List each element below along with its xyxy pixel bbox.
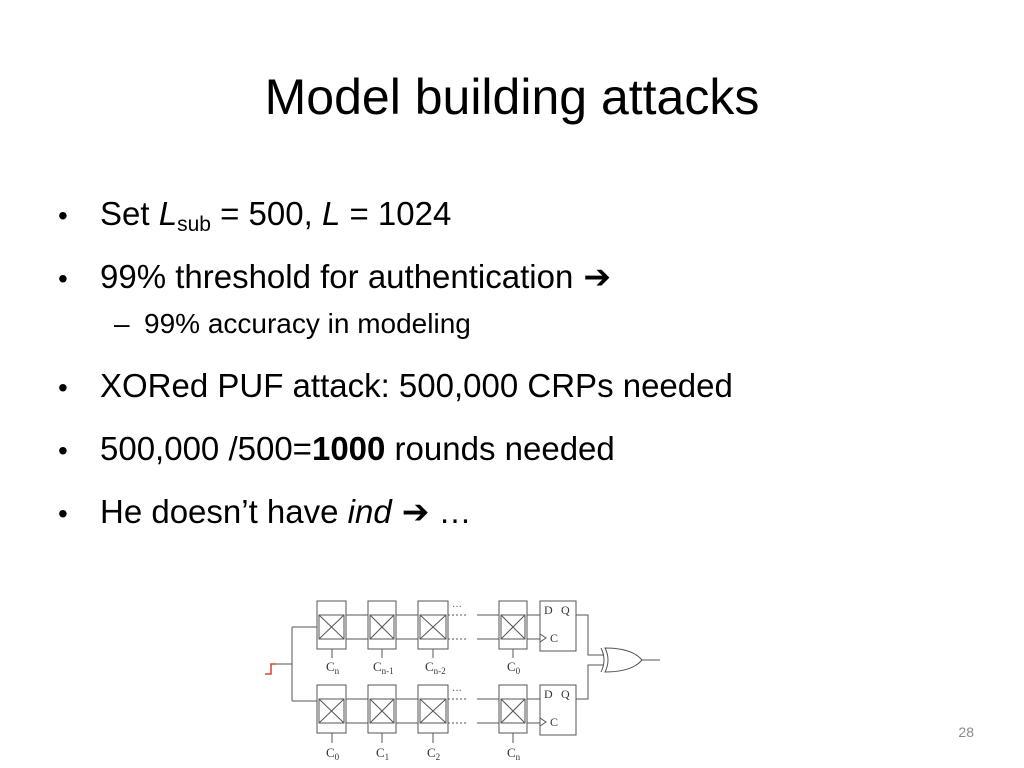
ff-q-label: Q [561,687,570,701]
bullet-xored-puf: • XORed PUF attack: 500,000 CRPs needed [58,360,958,412]
bold-value: 1000 [311,430,386,467]
switch-box [367,684,397,734]
bullet-threshold-text: 99% threshold for authentication [100,258,574,295]
bullet-mid: = 500, [210,195,322,232]
xor-gate [600,647,660,673]
switch-box [367,600,397,650]
slide-title: Model building attacks [264,69,760,125]
bullet-set-lsub: • Set Lsub = 500, L = 1024 [58,188,958,240]
switch-box [316,684,347,734]
ff-q-label: Q [561,603,570,617]
bullet-text: 99% threshold for authentication➔ [100,251,611,303]
switch-box [417,684,449,734]
sub-bullet-accuracy: – 99% accuracy in modeling [114,306,958,342]
sub-bullet-text: 99% accuracy in modeling [144,308,471,339]
ellipsis: ··· [452,686,462,697]
bullet-dot: • [58,200,68,231]
bullet-suffix: … [429,493,472,530]
bullet-prefix: 500,000 /500= [100,430,312,467]
ff-d-label: D [544,603,553,617]
bullet-list: • Set Lsub = 500, L = 1024 • 99% thresho… [58,188,958,549]
bullet-prefix: He doesn’t have [100,493,348,530]
bullet-ind: • He doesn’t have ind➔ … [58,486,958,538]
bullet-threshold: • 99% threshold for authentication➔ [58,251,958,303]
right-arrow-icon: ➔ [583,258,611,295]
challenge-label: Cn [507,745,521,762]
challenge-label: C0 [326,745,340,762]
flip-flop-top [539,600,577,652]
ff-c-label: C [550,631,558,645]
italic-ind: ind [347,493,392,530]
bullet-dot: • [58,498,68,529]
bullet-text: He doesn’t have ind➔ … [100,486,472,538]
bullet-rounds: • 500,000 /500=1000 rounds needed [58,423,958,475]
xor-puf-circuit-diagram: ··· ··· D Q C D Q C Cn Cn-1 Cn-2 C0 C0 C… [265,600,660,762]
switch-box [498,684,528,734]
ellipsis: ··· [452,602,462,613]
bullet-text: XORed PUF attack: 500,000 CRPs needed [100,367,733,404]
challenge-label: Cn-2 [425,659,446,676]
challenge-label: C2 [427,745,440,762]
challenge-label: Cn [326,659,340,676]
bullet-suffix: rounds needed [385,430,615,467]
bullet-dot: • [58,263,68,294]
variable-l: L [158,195,178,232]
right-arrow-icon: ➔ [401,493,430,530]
bullet-dot: • [58,435,68,466]
bullet-dot: • [58,372,68,403]
ff-c-label: C [550,715,558,729]
challenge-label: Cn-1 [373,659,394,676]
switch-box [316,600,347,650]
subscript-sub: sub [177,213,211,236]
bullet-text: 500,000 /500=1000 rounds needed [100,423,615,475]
flip-flop-bottom [539,684,577,736]
sub-bullet-dash: – [114,308,130,339]
bullet-suffix: = 1024 [340,195,452,232]
challenge-label: C0 [507,659,521,676]
switch-box [498,600,528,650]
variable-l2: L [321,195,341,232]
bullet-text: Set Lsub = 500, L = 1024 [100,188,451,240]
challenge-label: C1 [376,745,389,762]
bullet-prefix: Set [100,195,159,232]
switch-box [417,600,449,650]
page-number: 28 [958,724,974,740]
ff-d-label: D [544,687,553,701]
input-pulse-icon [265,663,276,675]
